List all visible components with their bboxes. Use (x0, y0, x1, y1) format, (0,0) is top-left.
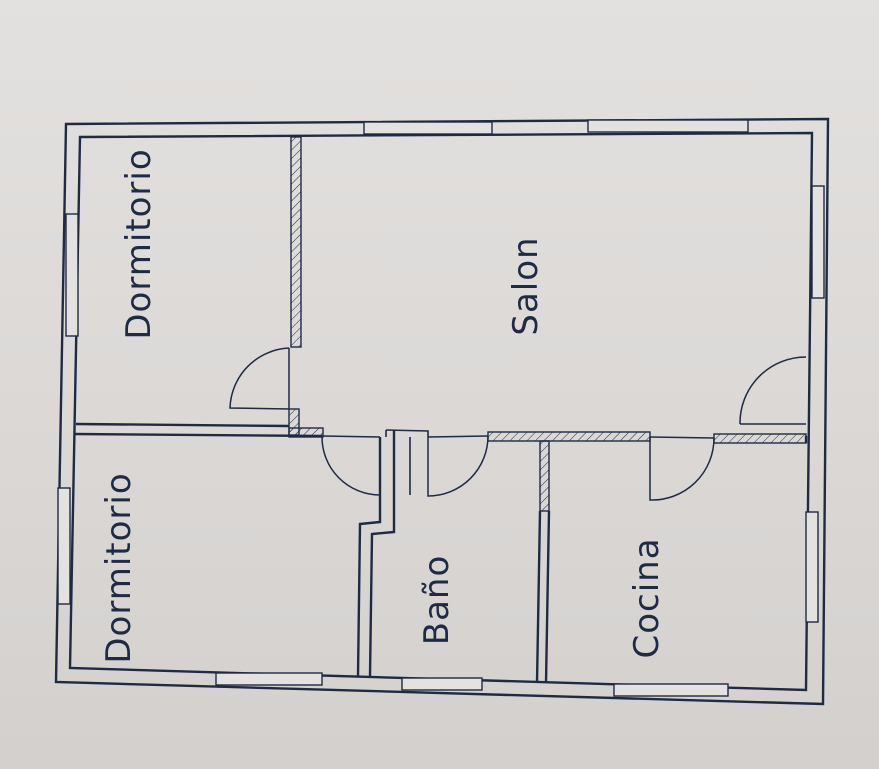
door-arc-cocina (649, 437, 715, 501)
wall-bath-left-inner (368, 430, 396, 677)
wall-dorm-dorm-lower (73, 432, 323, 438)
window-right-2 (805, 511, 819, 623)
wall-salon-bath (487, 431, 651, 442)
door-leaf-bath (427, 435, 489, 438)
window-left-2 (57, 487, 71, 605)
room-label-cocina: Cocina (627, 537, 667, 658)
room-labels: Dormitorio Salon Dormitorio Baño Cocina (99, 148, 667, 663)
wall-corridor-stub (288, 427, 324, 438)
doors (229, 347, 807, 501)
door-leaf-cocina (649, 436, 715, 439)
wall-bath-cocina-lower-2 (544, 510, 551, 684)
window-right-1 (811, 185, 825, 299)
wall-bath-cocina-lower (535, 510, 542, 684)
window-top-2 (587, 119, 749, 133)
wall-salon-cocina (713, 433, 807, 444)
window-left-1 (65, 213, 79, 337)
room-label-dormitorio-top: Dormitorio (119, 148, 159, 339)
door-arc-dorm-bottom (321, 435, 381, 496)
door-arc-entrance (739, 356, 807, 425)
room-label-bano: Baño (417, 555, 457, 646)
wall-dorm-salon (290, 136, 302, 348)
door-arc-dorm-top (229, 347, 290, 410)
window-bottom-1 (215, 672, 323, 686)
door-arc-bath (427, 435, 489, 497)
window-bottom-3 (613, 683, 729, 697)
wall-dorm-bath (356, 437, 382, 677)
room-label-salon: Salon (506, 236, 546, 335)
bath-door-jamb-left (385, 429, 429, 437)
door-leaf-dorm-bottom (321, 435, 381, 438)
wall-bath-cocina (539, 440, 550, 512)
window-top-1 (363, 121, 493, 135)
wall-dorm-dorm (75, 422, 290, 428)
windows (57, 119, 825, 697)
room-label-dormitorio-bottom: Dormitorio (99, 472, 139, 663)
interior-walls (73, 136, 808, 684)
inner-wall-outline (68, 131, 814, 692)
window-bottom-2 (401, 677, 483, 691)
